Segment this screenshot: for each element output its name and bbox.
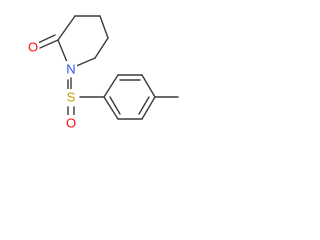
benzene-bond-3	[141, 74, 156, 98]
ring-bond-n-c2	[57, 39, 68, 63]
carbonyl-group	[37, 34, 59, 49]
ring-nitrogen-label: N	[66, 62, 75, 77]
ring-bond-c5-c6	[94, 37, 109, 59]
sulfonyl-oxygen-bottom-label: O	[66, 116, 76, 131]
piperidinone-ring	[57, 15, 109, 68]
benzene-bond-6	[103, 96, 119, 120]
benzene-ring	[103, 74, 156, 120]
ring-bond-c6-n	[73, 57, 96, 68]
benzene-inner-bond-c	[109, 96, 121, 115]
benzene-bond-4	[141, 96, 156, 120]
benzene-inner-bond-b	[138, 96, 150, 115]
atom-labels: O N S O O	[27, 39, 77, 131]
sulfur-label: S	[67, 90, 76, 105]
chemical-structure-diagram: O N S O O	[27, 15, 179, 131]
carbonyl-double-bond-a	[39, 39, 59, 49]
ring-bond-c2-c3	[57, 15, 76, 41]
carbonyl-double-bond-b	[37, 34, 56, 44]
benzene-bond-1	[103, 74, 119, 98]
carbonyl-oxygen-label: O	[28, 40, 38, 55]
ring-bond-c4-c5	[99, 15, 109, 39]
